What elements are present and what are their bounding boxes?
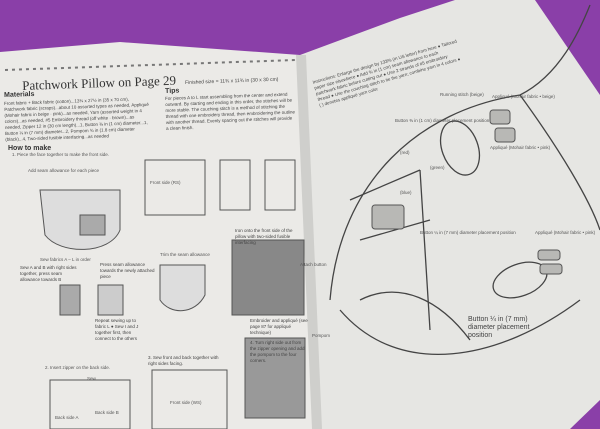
diagram-label: Appliqué (Mohair fabric • pink) (535, 230, 596, 235)
cat-outline-diagram (329, 4, 600, 356)
tips-heading: Tips (165, 87, 180, 95)
step1b-repeat: Repeat sewing up to fabric L ● Sew I and… (95, 318, 139, 341)
diagram-label: (green) (430, 165, 445, 170)
left-page (0, 42, 318, 429)
how-to-heading: How to make (8, 145, 52, 152)
step4-text: 4. Turn right side out from the zipper o… (250, 340, 305, 363)
attach-button-label: Attach button (300, 262, 327, 267)
step1b-note: Sew A and B with right sides together, p… (20, 265, 77, 282)
back-side-a-label: Back side A (55, 415, 79, 420)
front-side-ws-label: Front side (WS) (170, 400, 202, 405)
sew-label: Sew (87, 376, 96, 381)
diagram-label: (blue) (400, 190, 412, 195)
step1b-press: Press seam allowance towards the newly a… (100, 262, 155, 279)
step1a-text: Add seam allowance for each piece (28, 168, 100, 173)
diagram-label: Running stitch (beige) (440, 92, 484, 97)
pompom-label: Pompom (312, 333, 331, 338)
book-spine-shadow (296, 55, 322, 429)
step1-text: 1. Piece the face together to make the f… (12, 152, 110, 157)
diagram-label: Button ¼ in (7 mm) diameter placement po… (468, 316, 530, 339)
materials-text: Front fabric + Back fabric (cotton)...13… (4, 96, 149, 142)
materials-heading: Materials (4, 90, 35, 99)
step2-text: 2. Insert zipper on the back side. (45, 365, 111, 370)
diagram-label: Button ⅜ in (1 cm) diameter placement po… (395, 118, 490, 123)
step-diagrams (39, 159, 306, 429)
diagram-label: (red) (400, 150, 410, 155)
tips-text: For pieces A to L start assembling from … (165, 91, 296, 131)
right-page (300, 0, 600, 429)
step3-text: 3. Sew front and back together with righ… (148, 355, 219, 366)
front-side-label: Front side (RS) (150, 180, 181, 185)
step1d-text: Embroider and appliqué (see page 87 for … (250, 318, 308, 335)
diagram-label: Appliqué (Mohair fabric • beige) (492, 94, 555, 99)
applique-patches (371, 109, 563, 275)
step1b-text: Sew fabrics A – L in order (40, 257, 91, 262)
diagram-label: Button ¼ in (7 mm) diameter placement po… (420, 230, 516, 235)
trim-label: Trim the seam allowance (160, 252, 210, 257)
back-side-b-label: Back side B (95, 410, 119, 415)
step1c-text: Iron onto the front side of the pillow w… (235, 228, 293, 245)
diagram-label: Appliqué (Mohair fabric • pink) (490, 145, 551, 150)
